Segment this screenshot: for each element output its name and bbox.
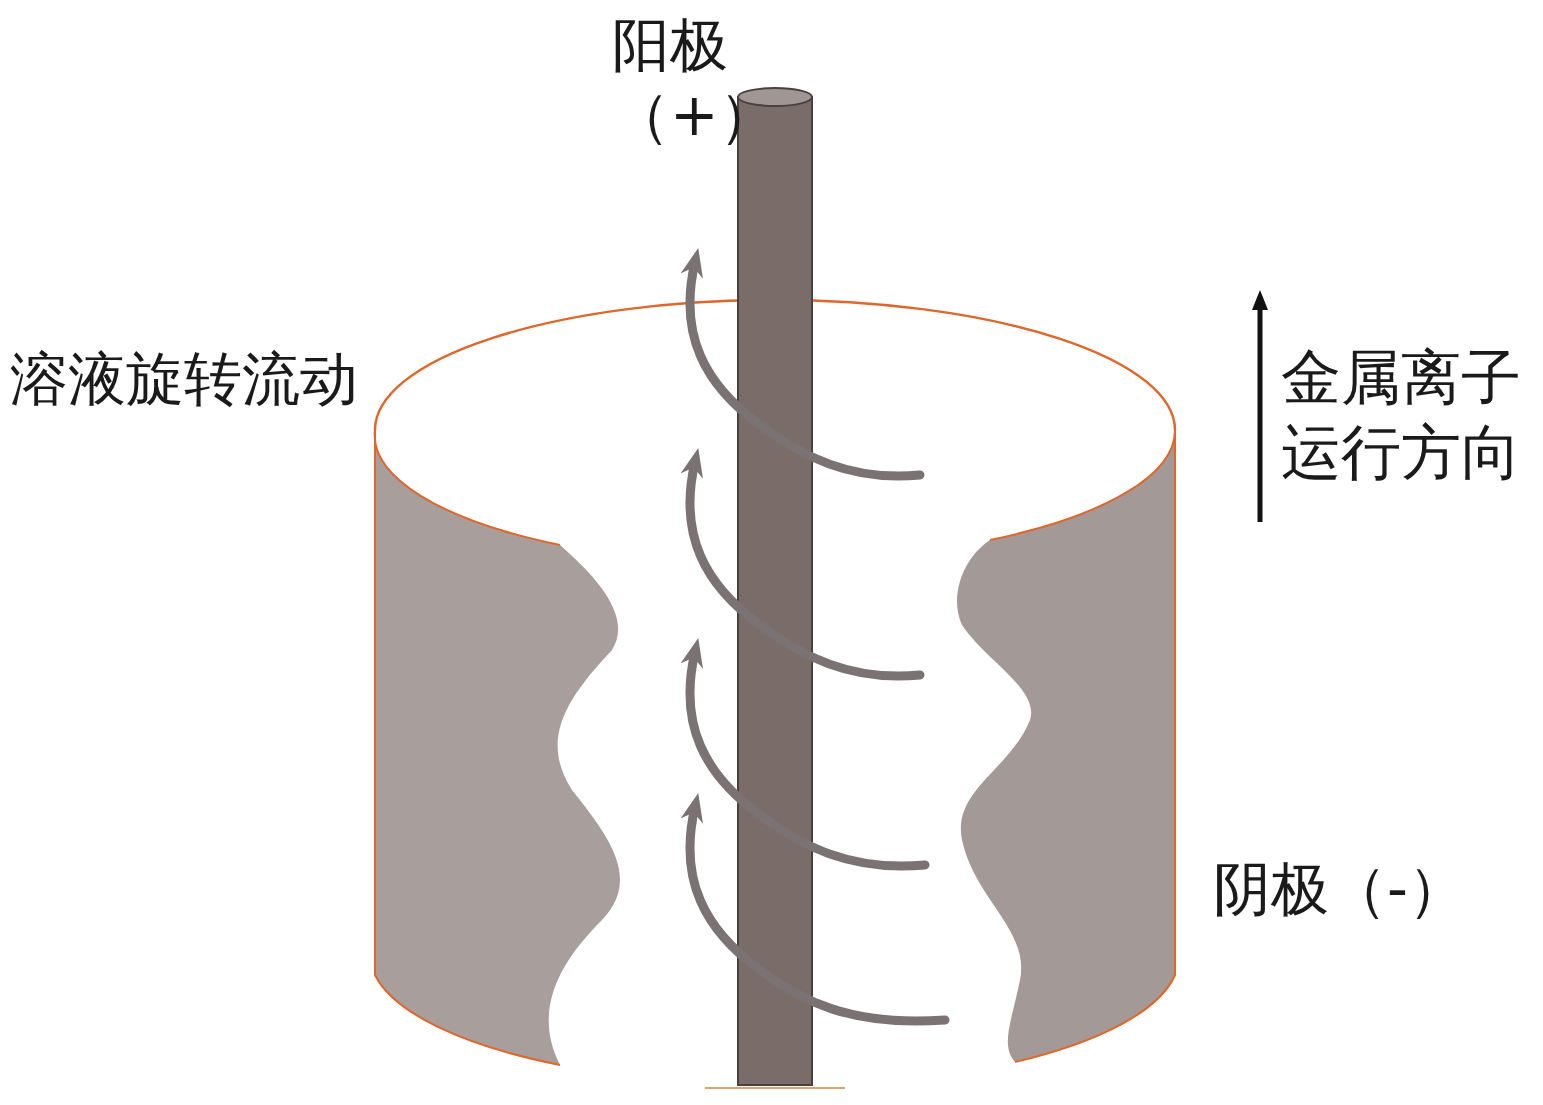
flow-arrow	[690, 462, 920, 676]
flow-arrow	[690, 262, 920, 476]
flow-arrow	[690, 652, 925, 866]
flow-arrow	[690, 807, 945, 1021]
anode-rod	[738, 97, 812, 1085]
ion-direction-label: 金属离子 运行方向	[1281, 340, 1536, 490]
cathode-wall	[375, 430, 620, 1065]
cathode-edge	[990, 430, 1175, 540]
solution-flow-label: 溶液旋转流动	[10, 343, 400, 415]
cathode-edge	[375, 430, 560, 545]
cathode-edge	[1015, 430, 1175, 1062]
rod-base	[705, 1087, 845, 1089]
cathode-wall	[957, 430, 1175, 1062]
cathode-label: 阴极（-）	[1213, 853, 1503, 925]
anode-label: 阳极（+）	[612, 10, 882, 150]
flow-arrows	[690, 262, 945, 1021]
cathode-edge	[375, 430, 560, 1065]
direction-arrow	[1258, 300, 1263, 522]
